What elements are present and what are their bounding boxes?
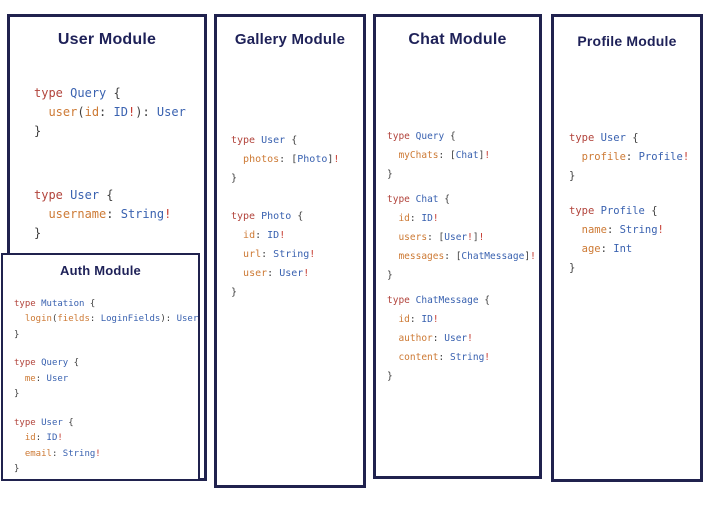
code-line: type Photo { <box>231 211 304 223</box>
code-line: profile: Profile! <box>581 151 690 164</box>
panel-auth-module: Auth Module type Mutation { login(fields… <box>1 253 200 481</box>
code-block: type User { username: String!} <box>34 186 204 243</box>
panel-title-chat-module: Chat Module <box>408 31 507 48</box>
code-line: email: String! <box>24 448 101 459</box>
code-line: id: ID! <box>243 230 286 242</box>
code-block: type Query { myChats: [Chat]!} <box>387 127 539 184</box>
code-user-module: type Query { user(id: ID!): User}type Us… <box>10 84 204 243</box>
code-line: id: ID! <box>398 314 439 326</box>
code-block: type Query { user(id: ID!): User} <box>34 84 204 141</box>
code-line: type User { <box>14 417 74 428</box>
code-line: } <box>14 464 20 475</box>
code-line: } <box>231 173 238 185</box>
code-line: myChats: [Chat]! <box>398 150 491 162</box>
code-block: type Profile { name: String! age: Int} <box>569 202 700 278</box>
code-line: type Chat { <box>387 194 450 206</box>
code-line: username: String! <box>48 207 172 222</box>
code-line: } <box>387 169 393 181</box>
code-line: url: String! <box>243 249 316 261</box>
code-line: type User { <box>231 135 298 147</box>
panel-title-auth-module: Auth Module <box>60 263 141 278</box>
code-line: id: ID! <box>24 433 63 444</box>
code-line: } <box>569 170 576 183</box>
code-block: type Photo { id: ID! url: String! user: … <box>231 207 363 302</box>
code-profile-module: type User { profile: Profile!}type Profi… <box>554 129 700 278</box>
panel-chat-module: Chat Module type Query { myChats: [Chat]… <box>373 14 542 479</box>
code-line: user(id: ID!): User <box>48 105 186 120</box>
code-line: type User { <box>569 132 639 145</box>
code-line: author: User! <box>398 333 473 345</box>
code-block: type ChatMessage { id: ID! author: User!… <box>387 291 539 386</box>
code-auth-module: type Mutation { login(fields: LoginField… <box>3 297 198 478</box>
panel-title-user-module: User Module <box>57 31 157 48</box>
code-line: name: String! <box>581 224 664 237</box>
code-line: } <box>14 329 20 340</box>
code-chat-module: type Query { myChats: [Chat]!}type Chat … <box>376 127 539 386</box>
code-line: } <box>34 124 42 139</box>
code-line: photos: [Photo]! <box>243 154 340 166</box>
code-line: login(fields: LoginFields): User <box>24 314 199 325</box>
panel-title-gallery-module: Gallery Module <box>234 31 346 48</box>
code-line: type ChatMessage { <box>387 295 491 307</box>
panel-title-profile-module: Profile Module <box>577 33 677 49</box>
code-block: type Chat { id: ID! users: [User!]! mess… <box>387 190 539 285</box>
code-block: type User { id: ID! email: String!} <box>14 416 198 478</box>
code-line: messages: [ChatMessage]! <box>398 251 536 263</box>
code-line: type Mutation { <box>14 298 96 309</box>
code-line: content: String! <box>398 352 491 364</box>
code-line: } <box>231 287 238 299</box>
code-line: } <box>387 270 393 282</box>
panel-user-module: User Module type Query { user(id: ID!): … <box>1 14 207 481</box>
code-line: type Query { <box>387 131 456 143</box>
code-block: type Mutation { login(fields: LoginField… <box>14 297 198 344</box>
panel-gallery-module: Gallery Module type User { photos: [Phot… <box>214 14 366 488</box>
code-gallery-module: type User { photos: [Photo]!}type Photo … <box>217 131 363 302</box>
code-line: users: [User!]! <box>398 232 485 244</box>
code-line: } <box>34 226 42 241</box>
code-line: } <box>14 389 20 400</box>
panel-profile-module: Profile Module type User { profile: Prof… <box>551 14 703 482</box>
code-block: type Query { me: User} <box>14 356 198 403</box>
code-line: type Query { <box>34 86 121 101</box>
code-line: id: ID! <box>398 213 439 225</box>
code-line: } <box>387 371 393 383</box>
code-line: user: User! <box>243 268 310 280</box>
code-block: type User { photos: [Photo]!} <box>231 131 363 188</box>
code-line: type Profile { <box>569 205 658 218</box>
code-line: type User { <box>34 188 114 203</box>
code-line: me: User <box>24 373 69 384</box>
code-block: type User { profile: Profile!} <box>569 129 700 186</box>
code-line: age: Int <box>581 243 633 256</box>
code-line: type Query { <box>14 358 80 369</box>
code-line: } <box>569 262 576 275</box>
